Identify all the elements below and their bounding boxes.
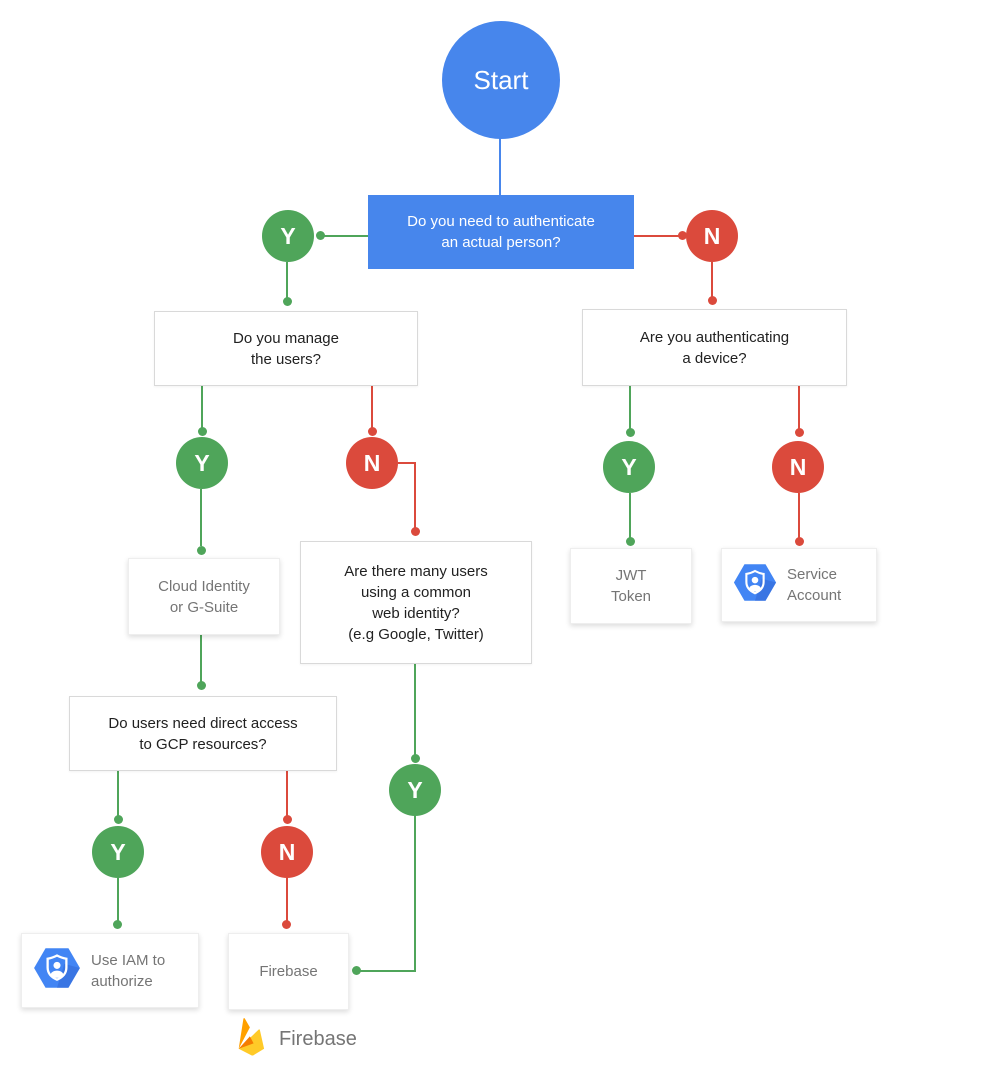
yes-badge: Y	[389, 764, 441, 816]
question-authenticate-person: Do you need to authenticate an actual pe…	[368, 195, 634, 269]
yes-badge-label: Y	[110, 838, 126, 865]
connector-dot	[795, 428, 804, 437]
connector-line	[200, 489, 202, 546]
connector-dot	[113, 920, 122, 929]
question-manage-users: Do you manage the users?	[154, 311, 418, 386]
connector-line	[414, 816, 416, 972]
result-cloud-identity-label: Cloud Identity or G-Suite	[158, 577, 250, 616]
connector-dot	[197, 681, 206, 690]
question-authenticating-device: Are you authenticating a device?	[582, 309, 847, 386]
yes-badge-label: Y	[407, 776, 423, 803]
connector-line	[200, 632, 202, 682]
yes-badge: Y	[603, 441, 655, 493]
connector-dot	[283, 297, 292, 306]
iam-hexagon-shield-icon	[732, 562, 778, 609]
connector-line	[286, 878, 288, 922]
question-authenticate-person-label: Do you need to authenticate an actual pe…	[407, 213, 595, 251]
yes-badge-label: Y	[621, 453, 637, 480]
firebase-brand: Firebase	[236, 1016, 357, 1063]
connector-dot	[626, 428, 635, 437]
connector-dot	[368, 427, 377, 436]
connector-dot	[282, 920, 291, 929]
result-service-account-label: Service Account	[787, 566, 842, 604]
no-badge-label: N	[278, 838, 296, 865]
result-jwt-token: JWT Token	[570, 548, 692, 624]
connector-line	[321, 235, 368, 237]
yes-badge: Y	[92, 826, 144, 878]
no-badge: N	[772, 441, 824, 493]
yes-badge: Y	[176, 437, 228, 489]
connector-line	[117, 878, 119, 922]
connector-line	[629, 493, 631, 539]
question-direct-gcp-access: Do users need direct access to GCP resou…	[69, 696, 337, 771]
iam-hexagon-shield-icon	[32, 946, 82, 996]
question-authenticating-device-label: Are you authenticating a device?	[639, 328, 790, 367]
question-direct-gcp-access-label: Do users need direct access to GCP resou…	[108, 714, 298, 753]
connector-line	[629, 384, 631, 430]
result-firebase-label: Firebase	[259, 963, 318, 980]
connector-line	[499, 138, 501, 196]
connector-line	[414, 662, 416, 756]
no-badge: N	[686, 210, 738, 262]
no-badge-label: N	[703, 222, 721, 249]
connector-line	[414, 462, 416, 528]
no-badge-label: N	[789, 453, 807, 480]
connector-dot	[708, 296, 717, 305]
connector-line	[711, 262, 713, 298]
connector-dot	[795, 537, 804, 546]
connector-line	[798, 384, 800, 430]
result-jwt-token-label: JWT Token	[610, 567, 652, 605]
connector-line	[634, 235, 682, 237]
connector-line	[398, 462, 416, 464]
result-cloud-identity: Cloud Identity or G-Suite	[128, 558, 280, 635]
connector-dot	[197, 546, 206, 555]
result-firebase: Firebase	[228, 933, 349, 1010]
result-use-iam: Use IAM to authorize	[21, 933, 199, 1008]
connector-dot	[283, 815, 292, 824]
no-badge-label: N	[363, 449, 381, 476]
connector-dot	[678, 231, 687, 240]
yes-badge-label: Y	[280, 222, 296, 249]
no-badge: N	[261, 826, 313, 878]
connector-line	[201, 384, 203, 429]
connector-dot	[114, 815, 123, 824]
question-common-web-identity: Are there many users using a common web …	[300, 541, 532, 664]
start-label: Start	[473, 64, 529, 95]
connector-dot	[198, 427, 207, 436]
connector-dot	[626, 537, 635, 546]
no-badge: N	[346, 437, 398, 489]
yes-badge-label: Y	[194, 449, 210, 476]
connector-line	[286, 262, 288, 298]
result-use-iam-label: Use IAM to authorize	[91, 951, 166, 990]
connector-line	[798, 493, 800, 539]
connector-line	[371, 384, 373, 429]
connector-dot	[411, 754, 420, 763]
connector-dot	[352, 966, 361, 975]
question-manage-users-label: Do you manage the users?	[233, 329, 339, 368]
connector-dot	[411, 527, 420, 536]
connector-line	[357, 970, 416, 972]
yes-badge: Y	[262, 210, 314, 262]
connector-line	[286, 769, 288, 817]
question-common-web-identity-label: Are there many users using a common web …	[344, 562, 488, 643]
firebase-brand-label: Firebase	[279, 1028, 357, 1050]
connector-dot	[316, 231, 325, 240]
firebase-flame-icon	[236, 1016, 269, 1063]
connector-line	[117, 769, 119, 817]
start-node: Start	[442, 21, 560, 139]
result-service-account: Service Account	[721, 548, 877, 622]
